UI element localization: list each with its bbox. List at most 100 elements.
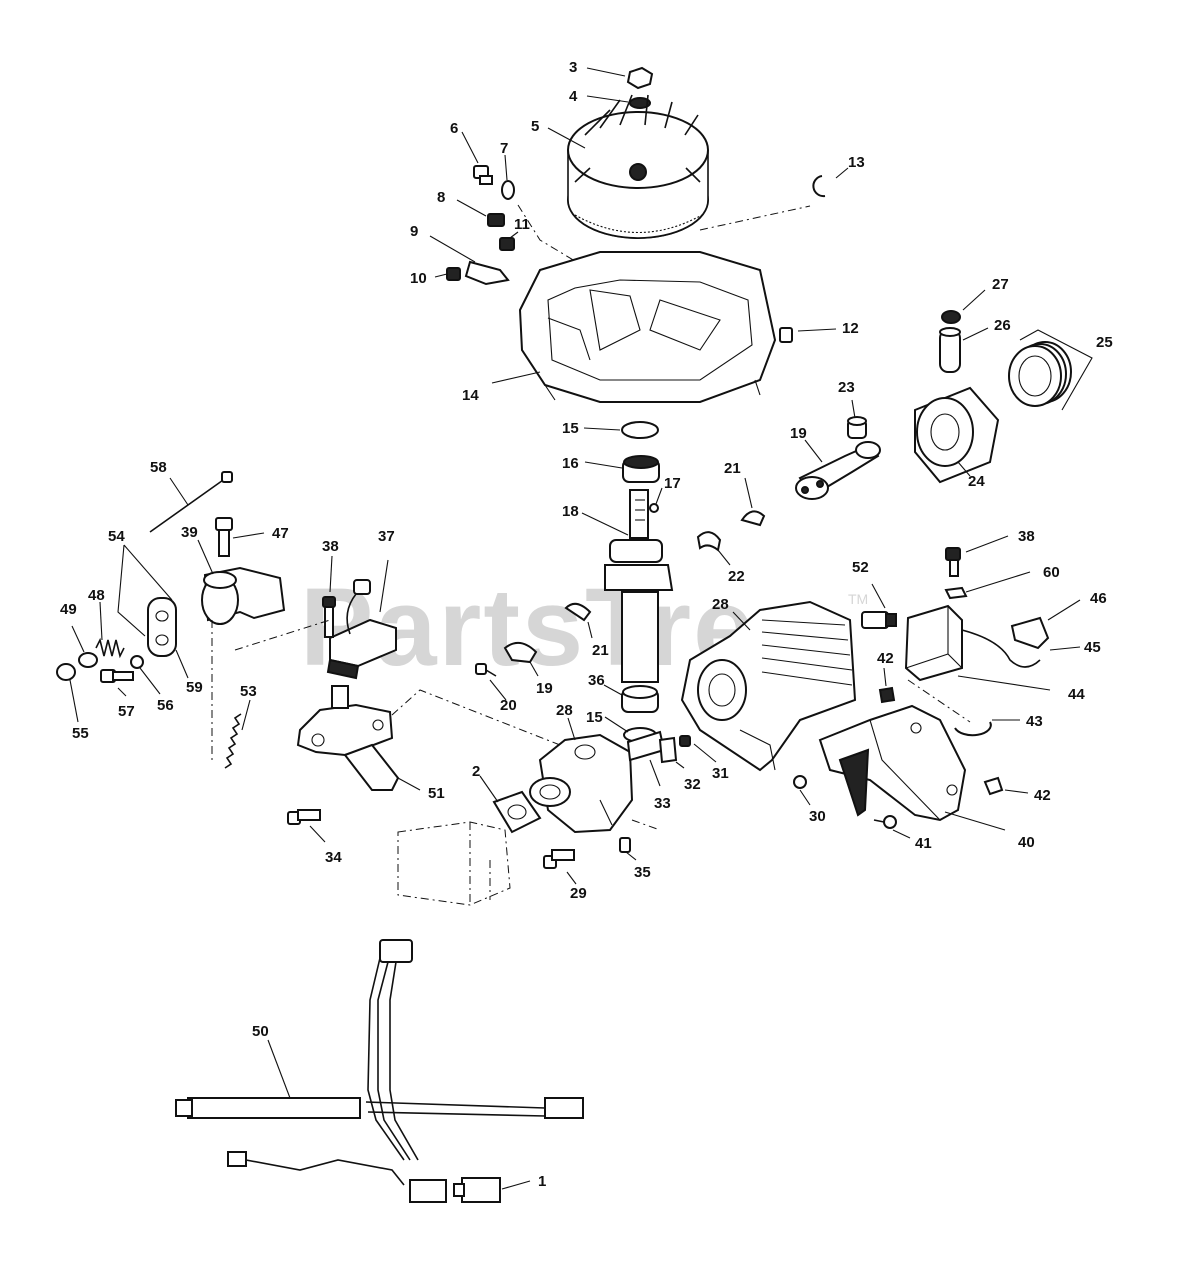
label-52: 52 — [852, 559, 869, 576]
label-33: 33 — [654, 795, 671, 812]
part-clip — [812, 175, 826, 198]
label-51: 51 — [428, 785, 445, 802]
label-3: 3 — [569, 59, 577, 76]
label-42-lower: 42 — [1034, 787, 1051, 804]
part-plug — [878, 686, 896, 704]
part-screw — [543, 849, 575, 869]
part-spring — [95, 637, 125, 659]
label-58: 58 — [150, 459, 167, 476]
part-key — [649, 503, 659, 513]
part-gasket — [147, 597, 177, 657]
part-seal — [621, 685, 659, 713]
part-rod-cap — [503, 641, 538, 664]
part-spark-plug-boot — [1010, 616, 1050, 650]
part-gasket — [492, 790, 542, 834]
label-8: 8 — [437, 189, 445, 206]
label-59: 59 — [186, 679, 203, 696]
label-10: 10 — [410, 270, 427, 287]
label-23: 23 — [838, 379, 855, 396]
label-49: 49 — [60, 601, 77, 618]
label-29: 29 — [570, 885, 587, 902]
label-30: 30 — [809, 808, 826, 825]
assembly-line — [699, 205, 811, 231]
assembly-line — [631, 819, 661, 831]
label-34: 34 — [325, 849, 342, 866]
part-screw — [873, 815, 897, 829]
label-36: 36 — [588, 672, 605, 689]
part-washer — [501, 180, 515, 200]
part-screw — [287, 809, 321, 825]
part-screw — [619, 837, 631, 853]
label-5: 5 — [531, 118, 539, 135]
part-piston — [914, 386, 1000, 484]
label-24: 24 — [968, 473, 985, 490]
part-nut — [446, 267, 461, 281]
part-nut — [626, 66, 654, 90]
label-22: 22 — [728, 568, 745, 585]
label-19-upper: 19 — [790, 425, 807, 442]
assembly-line — [391, 689, 561, 746]
part-hose-clamp — [954, 721, 992, 737]
part-screw — [679, 735, 691, 747]
label-50: 50 — [252, 1023, 269, 1040]
label-17: 17 — [664, 475, 681, 492]
part-seal — [621, 421, 659, 439]
label-20: 20 — [500, 697, 517, 714]
label-54: 54 — [108, 528, 125, 545]
part-screw — [945, 547, 961, 577]
label-15-upper: 15 — [562, 420, 579, 437]
leader-3 — [586, 67, 626, 77]
label-38-left: 38 — [322, 538, 339, 555]
part-washer — [130, 655, 144, 669]
part-wiring-harness — [175, 939, 584, 1203]
label-4: 4 — [569, 88, 578, 105]
part-cylinder-block — [680, 600, 857, 772]
label-11: 11 — [514, 216, 530, 233]
label-6: 6 — [450, 120, 458, 137]
part-labels: 1 2 3 4 5 6 7 8 9 10 11 12 13 14 15 15 1… — [60, 59, 1113, 1190]
label-19-lower: 19 — [536, 680, 553, 697]
label-55: 55 — [72, 725, 89, 742]
label-40: 40 — [1018, 834, 1035, 851]
part-spark-plug — [861, 611, 897, 629]
label-42-upper: 42 — [877, 650, 894, 667]
part-screw — [100, 669, 134, 683]
part-screw — [322, 596, 336, 638]
part-screw — [779, 327, 793, 343]
leader-4 — [586, 95, 629, 103]
part-air-filter-outline — [397, 821, 511, 906]
leader-5 — [547, 127, 586, 149]
assembly-line — [517, 204, 591, 271]
label-21-upper: 21 — [724, 460, 741, 477]
label-28-left: 28 — [556, 702, 573, 719]
part-piston-pin-lock — [941, 310, 961, 324]
label-15-lower: 15 — [586, 709, 603, 726]
label-45: 45 — [1084, 639, 1101, 656]
part-kill-switch — [326, 579, 397, 680]
part-screw — [215, 517, 233, 557]
part-cap — [78, 652, 98, 668]
part-nut — [499, 237, 515, 251]
part-plug — [793, 775, 807, 789]
part-bearing — [622, 455, 660, 483]
part-crankshaft — [604, 489, 674, 683]
label-28-right: 28 — [712, 596, 729, 613]
part-blower-housing — [518, 251, 777, 403]
label-46: 46 — [1090, 590, 1107, 607]
part-cap — [56, 663, 76, 681]
part-piston-pin — [939, 327, 961, 373]
label-7: 7 — [500, 140, 508, 157]
label-35: 35 — [634, 864, 651, 881]
label-37: 37 — [378, 528, 395, 545]
label-25: 25 — [1096, 334, 1113, 351]
leader-50 — [267, 1039, 291, 1099]
label-18: 18 — [562, 503, 579, 520]
label-32: 32 — [684, 776, 701, 793]
label-48: 48 — [88, 587, 105, 604]
label-31: 31 — [712, 765, 729, 782]
assembly-line — [234, 619, 331, 651]
assembly-line — [907, 679, 971, 723]
part-washer — [629, 97, 651, 109]
label-14: 14 — [462, 387, 479, 404]
